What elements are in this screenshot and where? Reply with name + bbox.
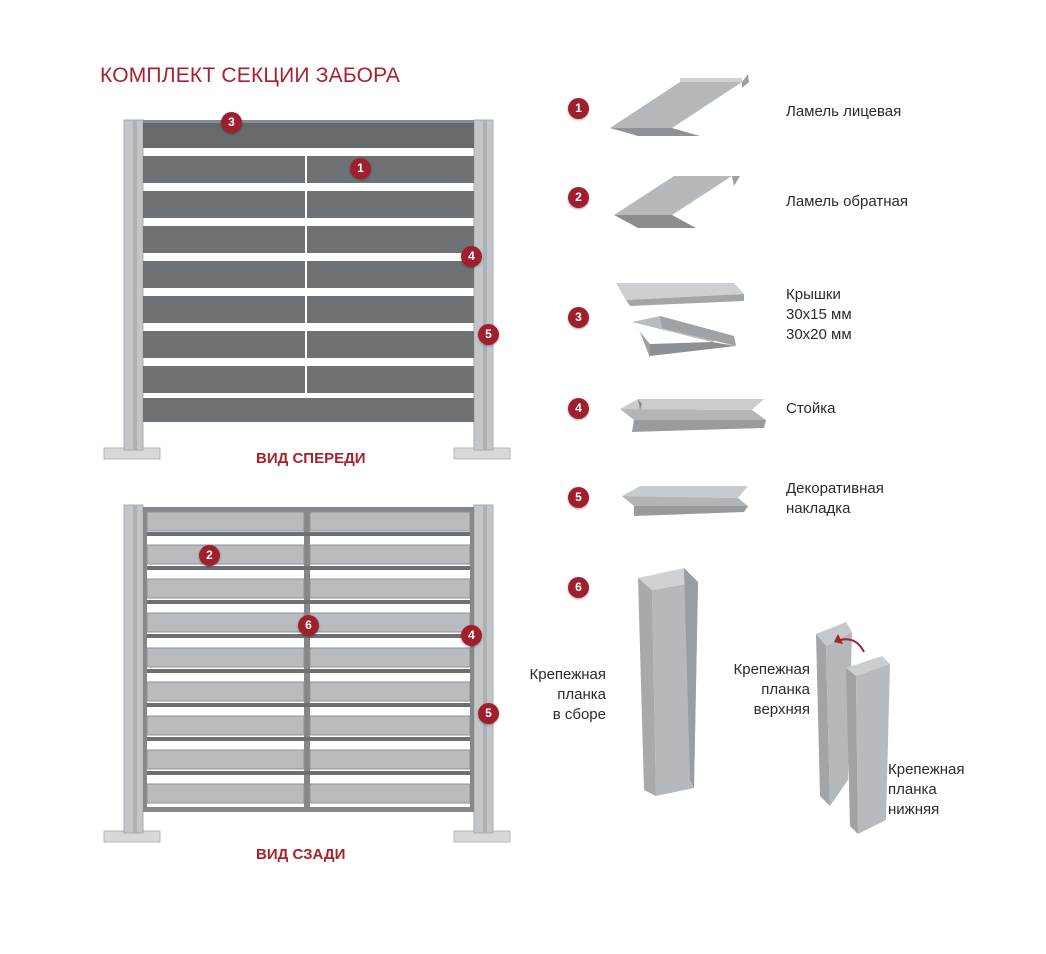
fastener-lower-line-3: нижняя [888, 801, 940, 818]
fastener-lower [846, 656, 890, 834]
fastener-upper-line-1: Крепежная [733, 661, 810, 678]
part-3-caps [616, 283, 744, 358]
part-label-3-line-1: Крышки [786, 286, 841, 303]
part-5-decorative-overlay [622, 486, 748, 516]
back-frame [143, 507, 474, 812]
part-label-4: Стойка [786, 399, 836, 419]
part-badge-6: 6 [568, 577, 589, 598]
fastener-assembled-line-2: планка [557, 686, 606, 703]
insert-arrow-head [834, 634, 843, 644]
back-marker-4: 4 [461, 625, 482, 646]
fastener-lower-label: Крепежная планка нижняя [888, 760, 965, 820]
front-top-cap [143, 120, 474, 148]
part-badge-4: 4 [568, 398, 589, 419]
fastener-upper-label: Крепежная планка верхняя [708, 660, 810, 720]
front-view-label: ВИД СПЕРЕДИ [256, 450, 366, 467]
front-marker-5: 5 [478, 324, 499, 345]
front-marker-4: 4 [461, 246, 482, 267]
part-label-5-line-2: накладка [786, 500, 851, 517]
back-view-label: ВИД СЗАДИ [256, 846, 346, 863]
back-marker-6: 6 [298, 615, 319, 636]
fastener-upper-line-2: планка [761, 681, 810, 698]
part-badge-3: 3 [568, 307, 589, 328]
back-left-post [103, 504, 161, 843]
part-label-2: Ламель обратная [786, 192, 908, 212]
fastener-assembled-label: Крепежная планка в сборе [504, 665, 606, 725]
back-marker-5: 5 [478, 703, 499, 724]
part-label-1-line-1: Ламель лицевая [786, 103, 902, 120]
front-slats [143, 156, 474, 422]
part-label-3: Крышки 30x15 мм 30x20 мм [786, 285, 852, 345]
front-marker-1: 1 [350, 158, 371, 179]
part-label-3-line-2: 30x15 мм [786, 306, 852, 323]
part-badge-1: 1 [568, 98, 589, 119]
front-marker-3: 3 [221, 112, 242, 133]
part-label-4-line-1: Стойка [786, 400, 836, 417]
part-1-face-slat [610, 74, 749, 136]
fastener-assembled-line-3: в сборе [552, 706, 606, 723]
fastener-lower-line-1: Крепежная [888, 761, 965, 778]
part-label-3-line-3: 30x20 мм [786, 326, 852, 343]
part-2-back-slat [614, 176, 740, 228]
part-badge-5: 5 [568, 487, 589, 508]
part-badge-2: 2 [568, 187, 589, 208]
part-label-2-line-1: Ламель обратная [786, 193, 908, 210]
back-slat-shadows [147, 532, 470, 775]
fastener-upper [816, 622, 852, 806]
part-6-fastener-assembled [638, 568, 698, 796]
part-label-1: Ламель лицевая [786, 102, 901, 122]
fastener-assembled-line-1: Крепежная [529, 666, 606, 683]
fastener-upper-line-3: верхняя [753, 701, 810, 718]
part-4-post-profile [620, 399, 766, 432]
back-slats [146, 511, 471, 804]
part-label-5-line-1: Декоративная [786, 480, 884, 497]
fastener-lower-line-2: планка [888, 781, 937, 798]
page-title: КОМПЛЕКТ СЕКЦИИ ЗАБОРА [100, 64, 401, 87]
part-label-5: Декоративная накладка [786, 479, 884, 519]
insert-arrow [839, 638, 865, 653]
back-marker-2: 2 [199, 545, 220, 566]
